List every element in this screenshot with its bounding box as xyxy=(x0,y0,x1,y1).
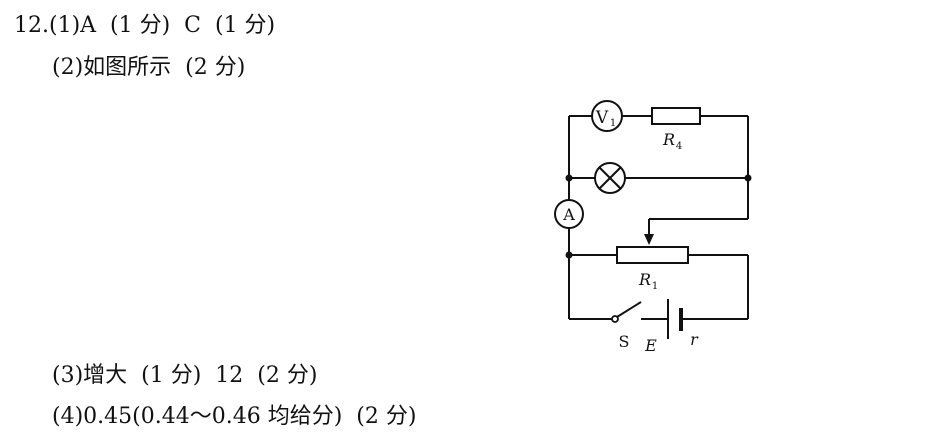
r1-subscript: 1 xyxy=(652,281,658,292)
junction-left-r1 xyxy=(565,251,573,259)
switch-blade xyxy=(616,301,642,318)
slider-arrow-icon xyxy=(644,234,654,245)
resistor-r4-icon xyxy=(651,107,701,125)
voltmeter-icon xyxy=(591,100,623,132)
ammeter-icon xyxy=(554,199,584,229)
junction-left-lamp xyxy=(565,174,573,182)
emf-label: E xyxy=(644,336,657,355)
r1-label: R xyxy=(638,270,651,289)
r4-subscript: 4 xyxy=(676,141,682,152)
internal-resistance-label: r xyxy=(690,330,699,349)
voltmeter-subscript: 1 xyxy=(610,118,616,129)
circuit-diagram: V 1 R 4 A R 1 S E r xyxy=(554,100,752,355)
switch-contact-icon xyxy=(611,315,619,323)
ammeter-label: A xyxy=(562,205,575,224)
answer-line-4: (4)0.45(0.44～0.46 均给分) (2 分) xyxy=(52,404,417,429)
answer-line-3: (3)增大 (1 分) 12 (2 分) xyxy=(52,363,318,388)
switch-label: S xyxy=(619,332,630,351)
rheostat-r1-icon xyxy=(616,246,689,264)
answer-line-2: (2)如图所示 (2 分) xyxy=(52,55,246,80)
answer-line-1: 12.(1)A (1 分) C (1 分) xyxy=(14,13,276,38)
voltmeter-label: V xyxy=(595,108,609,128)
junction-right-lamp xyxy=(744,174,752,182)
r4-label: R xyxy=(662,130,675,149)
